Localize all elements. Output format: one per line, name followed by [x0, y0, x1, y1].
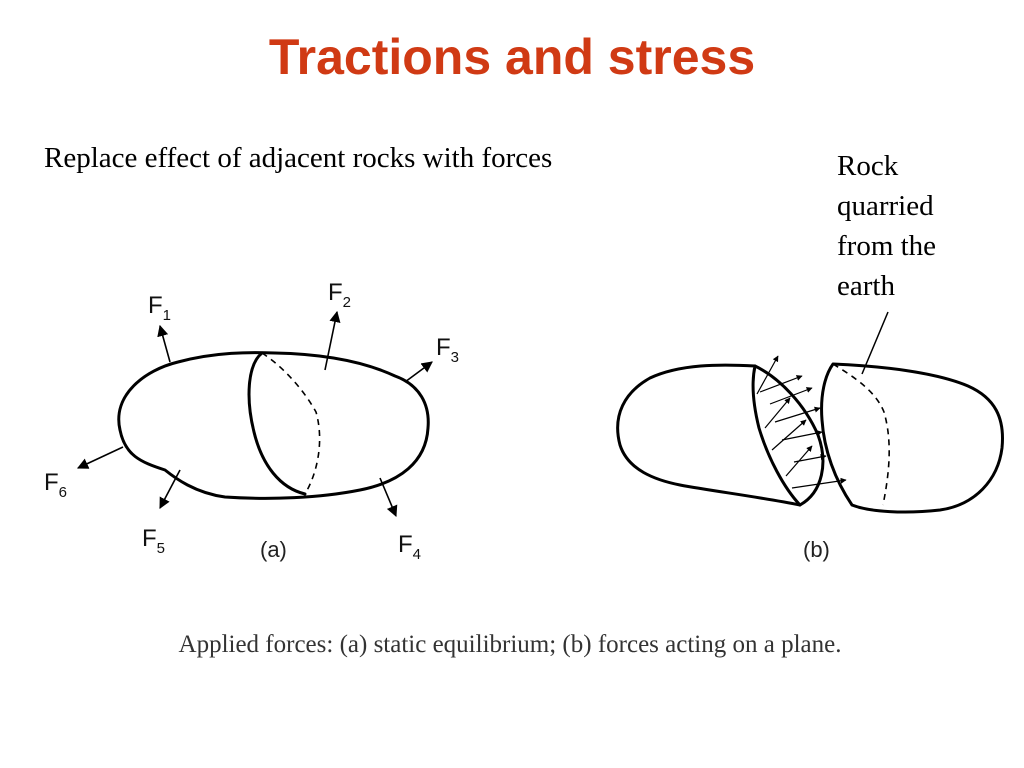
rock-right-piece [820, 362, 1005, 514]
force-label-f3: F3 [436, 334, 459, 366]
rock-split-b [616, 362, 1005, 514]
traction-arrow [759, 375, 803, 393]
force-arrow-f3 [404, 361, 433, 383]
rock-annotation-line: from the [837, 230, 937, 262]
force-label-f6: F6 [44, 469, 67, 501]
traction-arrow [769, 387, 813, 405]
force-label-f1: F1 [148, 292, 171, 324]
rock-left-piece [616, 363, 802, 507]
rock-annotation-line: quarried [837, 190, 934, 222]
annotation-leader-line [861, 311, 889, 375]
figure-caption: Applied forces: (a) static equilibrium; … [179, 631, 842, 658]
force-arrow-f6 [76, 446, 124, 469]
traction-arrow [791, 477, 847, 489]
traction-arrows [756, 355, 847, 489]
traction-arrow [774, 406, 821, 423]
panel-label-a: (a) [260, 537, 287, 562]
cut-plane-outline [247, 351, 307, 496]
force-label-f5: F5 [142, 525, 165, 557]
panel-label-b: (b) [803, 537, 830, 562]
rock-outline [117, 351, 430, 500]
traction-arrow [793, 454, 827, 463]
force-label-f2: F2 [328, 279, 351, 311]
slide-subtitle: Replace effect of adjacent rocks with fo… [44, 142, 553, 174]
rock-right-hidden-edge [832, 363, 890, 506]
force-arrow-f4 [379, 477, 398, 518]
traction-arrow [764, 397, 791, 429]
rock-annotation-line: earth [837, 270, 895, 302]
cut-plane-hidden-edge [261, 352, 321, 495]
traction-arrow [781, 430, 823, 441]
rock-annotation-line: Rock [837, 150, 899, 182]
force-arrow-f1 [157, 324, 171, 363]
force-label-f4: F4 [398, 531, 421, 563]
traction-arrow [771, 419, 807, 451]
rock-whole-a [117, 351, 430, 500]
force-arrow-f5 [159, 469, 181, 509]
rock-annotation: Rock quarried from the earth [837, 146, 1007, 306]
slide-title: Tractions and stress [268, 29, 756, 85]
force-arrow-f2 [324, 310, 341, 371]
traction-arrow [756, 355, 779, 395]
